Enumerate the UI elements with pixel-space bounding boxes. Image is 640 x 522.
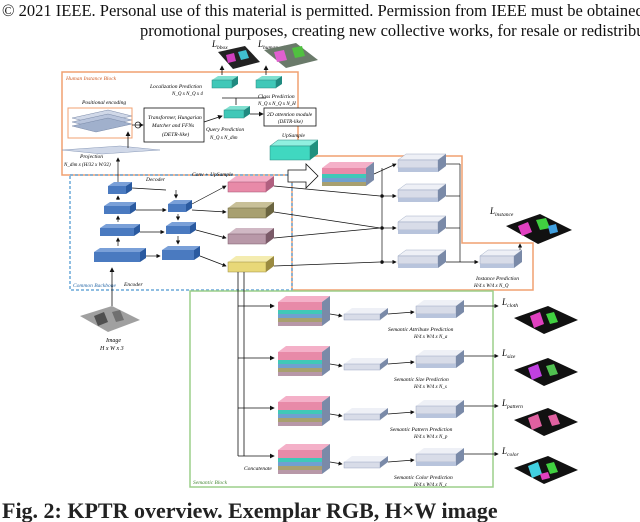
size-thumbnail <box>514 358 578 386</box>
semantic-block-label: Semantic Block <box>193 480 228 486</box>
attr-prediction-label: Semantic Attribute Prediction <box>388 327 454 333</box>
projection-label: Projection <box>79 154 103 160</box>
transformer-box <box>143 107 205 143</box>
transformer-line-2: Matcher and FFNs <box>151 123 194 129</box>
encoder-blocks <box>94 182 146 262</box>
input-image-thumbnail <box>80 306 140 332</box>
attr-prediction-dim: H/4 x W/4 x N_a <box>413 335 448 340</box>
pattern-prediction-label: Semantic Pattern Prediction <box>390 427 453 433</box>
copyright-line-1: © 2021 IEEE. Personal use of this materi… <box>2 1 640 20</box>
copyright-line-2: promotional purposes, creating new colle… <box>140 21 640 40</box>
instance-pink-stack <box>322 162 374 186</box>
human-class-thumbnail <box>264 43 318 68</box>
semantic-concat-stacks <box>278 296 330 474</box>
transformer-line-1: Transformer, Hungarian <box>148 114 202 121</box>
semantic-prediction-stacks <box>415 300 464 466</box>
decoder-blocks <box>162 200 200 260</box>
query-tensor <box>223 106 250 119</box>
conv-upsample-label: Conv + UpSample <box>192 172 234 178</box>
common-backbone-label: Common Backbone <box>73 283 116 289</box>
localization-tensor <box>211 76 238 89</box>
feature-map-mauve <box>227 228 274 245</box>
attention-box <box>263 107 317 127</box>
feature-map-yellow <box>227 256 274 273</box>
transformer-line-3: (DETR-like) <box>162 131 189 138</box>
class-tensor <box>255 76 282 89</box>
semantic-block <box>189 290 494 488</box>
feature-map-pink <box>227 176 274 193</box>
attention-line-1: 2D attention module <box>267 112 313 118</box>
size-prediction-label: Semantic Size Prediction <box>394 377 449 383</box>
instance-prediction-label: Instance Prediction <box>475 276 519 282</box>
feature-map-olive <box>227 202 274 219</box>
size-prediction-dim: H/4 x W/4 x N_s <box>413 385 447 390</box>
loss-instance-label: Linstance <box>489 206 514 218</box>
bbox-thumbnail <box>218 46 260 69</box>
instance-gray-stacks <box>397 153 523 268</box>
common-backbone-block <box>69 174 293 291</box>
cloth-thumbnail <box>514 306 578 334</box>
query-dim: N_Q x N_dim <box>209 136 238 141</box>
positional-encoding-label: Positional encoding <box>81 100 126 106</box>
upsample-teal-stack <box>269 139 319 161</box>
loss-pattern-label: Lpattern <box>501 398 523 410</box>
upsample-label: UpSample <box>282 133 305 139</box>
pattern-prediction-dim: H/4 x W/4 x N_p <box>413 435 448 440</box>
positional-encoding-stack <box>71 109 133 133</box>
attention-line-2: (DETR-like) <box>278 120 303 125</box>
color-thumbnail <box>514 456 578 484</box>
loss-bbox-label: Lbbox <box>211 39 228 51</box>
instance-prediction-dim: H/4 x W/4 x N_Q <box>473 284 509 289</box>
image-dim: H x W x 3 <box>99 346 124 352</box>
semantic-intermediate-plates <box>343 308 388 469</box>
projection-plane <box>61 145 161 155</box>
figure-caption: Fig. 2: KPTR overview. Exemplar RGB, H×W… <box>2 500 498 522</box>
query-label: Query Prediction <box>206 127 244 133</box>
color-prediction-label: Semantic Color Prediction <box>394 475 453 481</box>
loss-size-label: Lsize <box>501 348 516 360</box>
image-label: Image <box>105 338 121 344</box>
instance-thumbnail <box>506 214 572 244</box>
loss-cloth-label: Lcloth <box>501 297 518 309</box>
localization-label: Localization Prediction <box>149 84 202 90</box>
human-instance-block-label: Human Instance Block <box>65 76 117 82</box>
decoder-label: Decoder <box>145 177 166 183</box>
color-prediction-dim: H/4 x W/4 x N_c <box>413 483 448 488</box>
encoder-label: Encoder <box>123 282 143 288</box>
class-prediction-label: Class Prediction <box>258 94 295 100</box>
concatenate-label: Concatenate <box>244 466 272 472</box>
projection-dim: N_dim x (H/32 x W/32) <box>63 163 111 168</box>
loss-color-label: Lcolor <box>501 446 519 458</box>
class-prediction-dim: N_Q x N_Q x N_H <box>257 102 296 107</box>
localization-dim: N_Q x N_Q x 4 <box>171 92 203 97</box>
pattern-thumbnail <box>514 408 578 436</box>
